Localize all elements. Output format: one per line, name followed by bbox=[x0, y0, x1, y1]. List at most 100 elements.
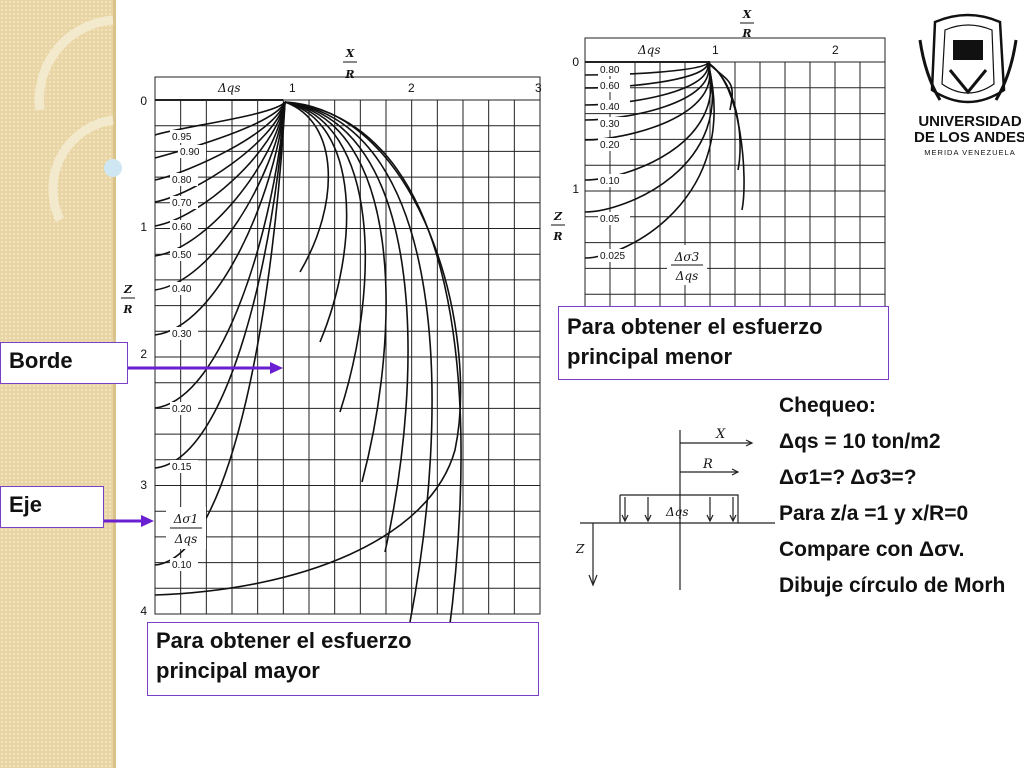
left-contour-label: 0.80 bbox=[172, 175, 192, 186]
left-y-tick: 1 bbox=[140, 220, 147, 234]
check-line-5: Dibuje círculo de Morh bbox=[779, 574, 1006, 597]
left-contour-curve bbox=[154, 101, 286, 469]
right-contour-label: 0.10 bbox=[600, 176, 620, 187]
university-logo bbox=[918, 13, 1018, 104]
check-line-4: Compare con Δσv. bbox=[779, 538, 965, 561]
left-x-axis-label-top: X bbox=[345, 47, 355, 60]
right-y-axis-label-top: Z bbox=[553, 210, 563, 223]
right-x-tick: 1 bbox=[712, 43, 719, 57]
left-contour-label-bg bbox=[170, 248, 198, 261]
sketch-r-label: R bbox=[702, 457, 713, 472]
right-contour-label: 0.20 bbox=[600, 140, 620, 151]
shield-icon bbox=[930, 13, 1006, 104]
left-y-tick: 4 bbox=[140, 604, 147, 618]
left-y-tick: 2 bbox=[140, 347, 147, 361]
left-load-label: Δqs bbox=[217, 81, 241, 95]
z-arrow-head bbox=[588, 574, 598, 587]
left-x-tick: 1 bbox=[289, 81, 296, 95]
left-y-tick: 0 bbox=[140, 94, 147, 108]
sidebar-dot bbox=[104, 159, 122, 177]
logo-line-1: UNIVERSIDAD bbox=[918, 113, 1022, 130]
right-contour-label: 0.05 bbox=[600, 214, 620, 225]
left-contour-label: 0.10 bbox=[172, 560, 192, 571]
right-chart-curves bbox=[584, 62, 745, 259]
check-line-1: Δqs = 10 ton/m2 bbox=[779, 430, 941, 453]
left-x-tick: 2 bbox=[408, 81, 415, 95]
left-contour-label-bg bbox=[170, 402, 198, 415]
right-x-axis-label-top: X bbox=[742, 8, 752, 21]
right-contour-label-bg bbox=[598, 100, 630, 113]
right-load-label: Δqs bbox=[637, 43, 661, 57]
left-contour-label-bg bbox=[170, 282, 198, 295]
load-block bbox=[620, 494, 739, 523]
left-ratio-label-bottom: Δqs bbox=[174, 532, 198, 546]
left-contour-curve bbox=[154, 101, 286, 409]
right-contour-label-bg bbox=[598, 63, 630, 76]
left-contour-curve bbox=[154, 101, 286, 181]
left-contour-curve bbox=[154, 101, 286, 336]
left-contour-curve-outer bbox=[154, 101, 462, 596]
left-contour-label: 0.15 bbox=[172, 462, 192, 473]
right-contour-curve-outer bbox=[707, 62, 745, 211]
borde-callout: Borde bbox=[0, 342, 128, 384]
left-contour-curve-outer bbox=[284, 101, 367, 413]
check-line-3: Para z/a =1 y x/R=0 bbox=[779, 502, 969, 525]
left-contour-label-bg bbox=[170, 327, 198, 340]
right-contour-curve bbox=[584, 62, 714, 213]
left-x-tick: 3 bbox=[535, 81, 542, 95]
check-line-2: Δσ1=? Δσ3=? bbox=[779, 466, 917, 489]
right-contour-label: 0.80 bbox=[600, 65, 620, 76]
check-title: Chequeo: bbox=[779, 394, 876, 417]
right-y-tick: 0 bbox=[572, 55, 579, 69]
right-contour-label: 0.40 bbox=[600, 102, 620, 113]
right-contour-label: 0.60 bbox=[600, 81, 620, 92]
left-contour-label-bg bbox=[170, 460, 198, 473]
left-contour-curve-outer bbox=[284, 101, 409, 553]
left-chart-grid bbox=[154, 76, 541, 615]
sketch-z-label: Z bbox=[575, 542, 585, 556]
left-x-axis-label-bottom: R bbox=[344, 68, 354, 81]
right-x-tick: 2 bbox=[832, 43, 839, 57]
sidebar-decoration bbox=[34, 15, 114, 222]
left-axis-frame bbox=[154, 76, 541, 615]
right-contour-label-bg bbox=[598, 249, 630, 262]
sketch-x-label: X bbox=[715, 427, 726, 442]
sidebar-edge bbox=[113, 0, 116, 768]
eje-callout: Eje bbox=[0, 486, 104, 528]
minor-stress-caption: Para obtener el esfuerzo principal menor bbox=[558, 306, 889, 380]
right-chart-grid bbox=[584, 37, 886, 321]
left-contour-label: 0.70 bbox=[172, 198, 192, 209]
load-arrows bbox=[621, 497, 737, 523]
right-ratio-label-bottom: Δqs bbox=[675, 269, 699, 283]
minor-caption-line-1: Para obtener el esfuerzo bbox=[567, 314, 823, 339]
right-ratio-label-top: Δσ3 bbox=[674, 250, 700, 264]
right-y-axis-label-bottom: R bbox=[552, 230, 562, 243]
left-contour-label: 0.90 bbox=[180, 147, 200, 158]
minor-caption-line-2: principal menor bbox=[567, 344, 733, 369]
left-contour-label-bg bbox=[170, 558, 198, 571]
right-contour-label-bg bbox=[598, 212, 630, 225]
right-contour-label: 0.025 bbox=[600, 251, 625, 262]
left-contour-curve bbox=[154, 101, 286, 159]
major-stress-caption: Para obtener el esfuerzo principal mayor bbox=[147, 622, 539, 696]
right-contour-label-bg bbox=[598, 79, 630, 92]
left-contour-label: 0.20 bbox=[172, 404, 192, 415]
left-contour-label-bg bbox=[170, 130, 198, 143]
left-contour-curve-outer bbox=[284, 101, 433, 623]
check-panel: Chequeo: Δqs = 10 ton/m2 Δσ1=? Δσ3=? Par… bbox=[779, 392, 1014, 608]
logo-line-2: DE LOS ANDES bbox=[914, 129, 1024, 146]
left-chart-curves bbox=[154, 101, 462, 693]
left-contour-curve bbox=[154, 101, 286, 136]
left-y-tick: 3 bbox=[140, 478, 147, 492]
left-contour-curve-outer bbox=[284, 101, 462, 693]
left-contour-label-bg bbox=[178, 145, 206, 158]
major-caption-line-2: principal mayor bbox=[156, 658, 320, 683]
right-y-tick: 1 bbox=[572, 182, 579, 196]
load-sketch bbox=[580, 430, 775, 590]
right-contour-label-bg bbox=[598, 117, 630, 130]
right-contour-label: 0.30 bbox=[600, 119, 620, 130]
left-ratio-label-top: Δσ1 bbox=[173, 512, 199, 526]
